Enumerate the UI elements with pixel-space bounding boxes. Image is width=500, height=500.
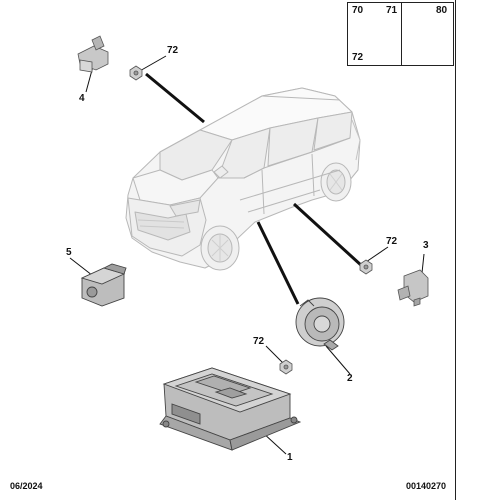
leader-72-top [137, 55, 167, 73]
nut-72-bottom [279, 359, 293, 375]
footer-reference: 00140270 [406, 481, 447, 491]
callout-72-bottom: 72 [253, 336, 265, 347]
callout-2: 2 [347, 373, 353, 384]
leader-72-right [365, 246, 389, 263]
nut-72-right [359, 259, 373, 275]
fastener-inset: 70 71 72 80 [347, 2, 454, 66]
callout-5: 5 [66, 247, 72, 258]
inset-label-70: 70 [352, 5, 364, 16]
clockspring-2-part [295, 297, 345, 351]
callout-72-right: 72 [386, 236, 398, 247]
switch-5-part [80, 263, 127, 307]
callout-1: 1 [287, 452, 293, 463]
callout-3: 3 [423, 240, 429, 251]
footer-date: 06/2024 [10, 481, 43, 491]
leader-2 [325, 345, 351, 375]
callout-72-top: 72 [167, 45, 179, 56]
inset-label-72: 72 [352, 52, 364, 63]
sensor-3-part [397, 269, 429, 307]
callout-4: 4 [79, 93, 85, 104]
leader-72-bottom [265, 345, 285, 365]
frame-border [455, 0, 456, 500]
leader-line-top [145, 72, 205, 124]
nut-72-top [129, 65, 143, 81]
leader-line-center [256, 221, 300, 305]
sensor-4-part [77, 35, 109, 73]
vehicle-illustration [125, 87, 361, 271]
leader-line-right [292, 202, 364, 268]
leader-lines [145, 72, 364, 305]
inset-divider [401, 3, 402, 65]
inset-label-71: 71 [386, 5, 398, 16]
inset-label-80: 80 [436, 5, 448, 16]
airbag-ecu-1-part [159, 367, 302, 451]
